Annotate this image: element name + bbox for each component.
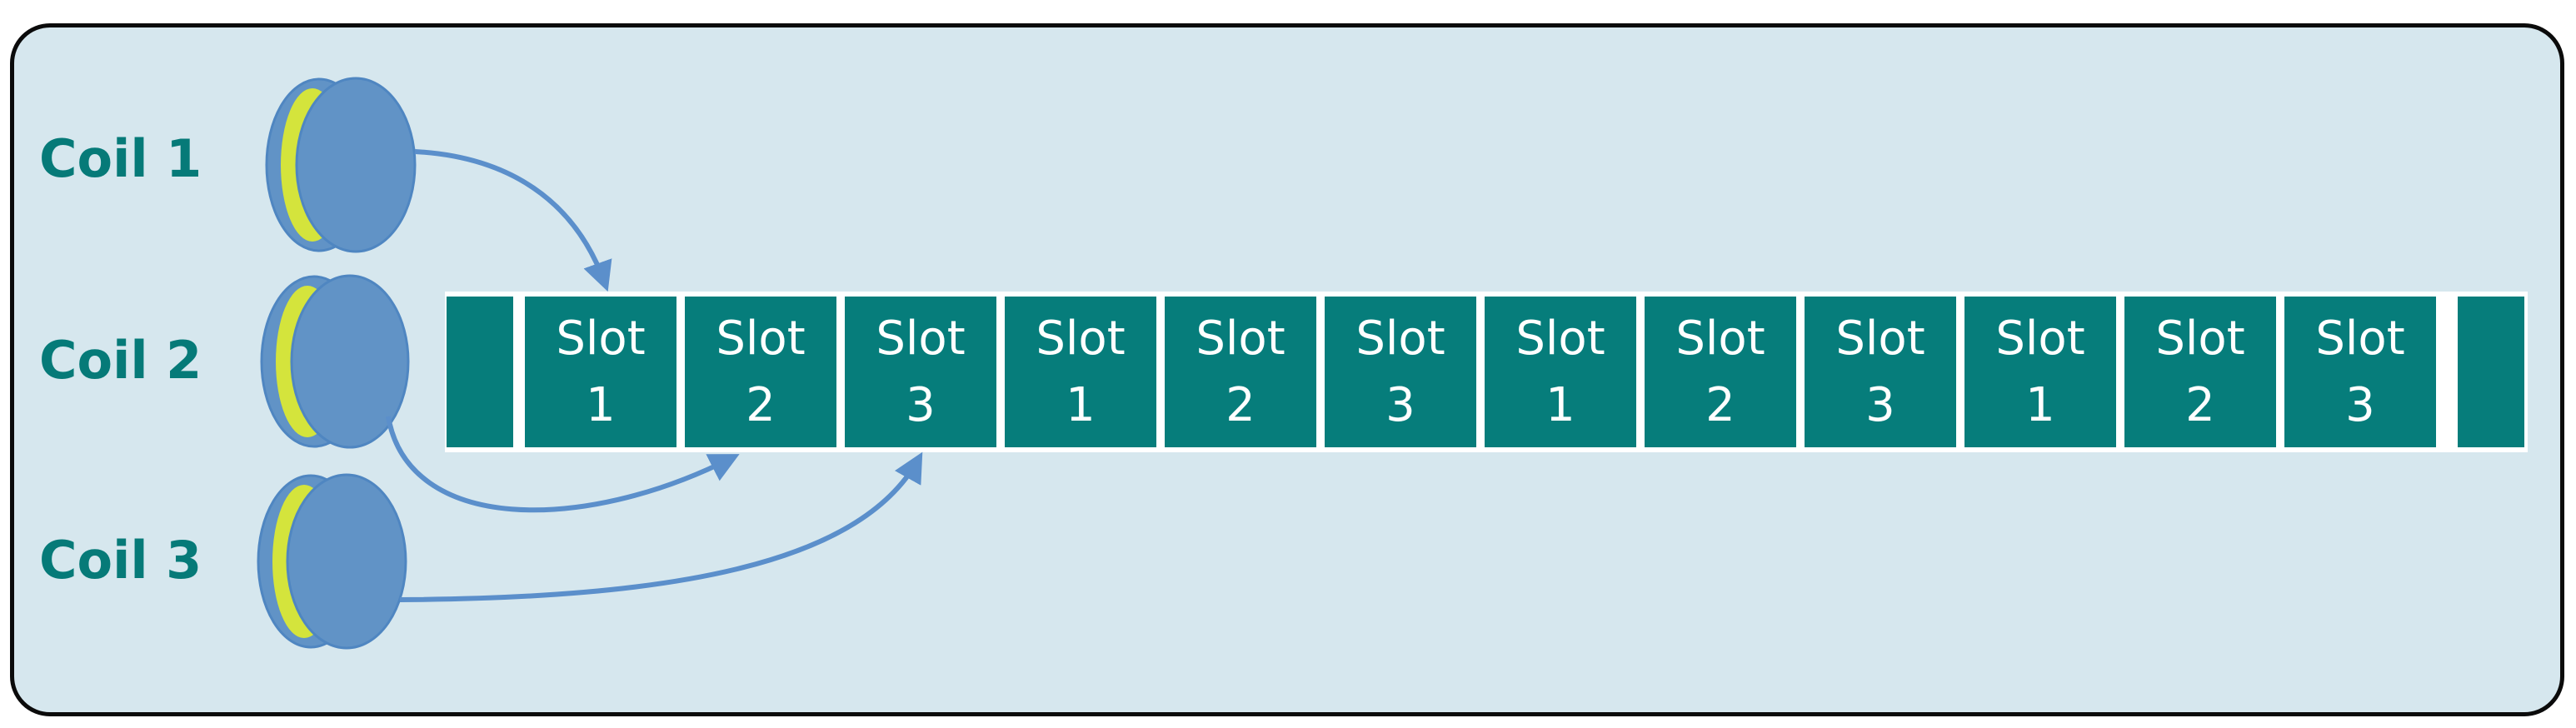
slot-number: 3 — [2345, 378, 2375, 432]
slot-cell: Slot 3 — [1805, 297, 1956, 447]
slot-word: Slot — [1675, 312, 1765, 366]
slot-word: Slot — [1355, 312, 1445, 366]
slot-number: 3 — [1865, 378, 1895, 432]
slot-cell: Slot 2 — [1165, 297, 1316, 447]
slot-cell: Slot 1 — [1485, 297, 1636, 447]
slot-end-right — [2458, 297, 2524, 447]
slot-cell: Slot 2 — [685, 297, 836, 447]
slot-number: 1 — [586, 378, 616, 432]
arrow-connector — [414, 149, 612, 292]
slot-number: 1 — [1066, 378, 1096, 432]
slot-number: 2 — [1705, 378, 1735, 432]
slot-number: 3 — [1385, 378, 1415, 432]
slot-word: Slot — [716, 312, 806, 366]
slot-cell: Slot 3 — [845, 297, 996, 447]
slot-number: 1 — [1545, 378, 1575, 432]
coil-1-label: Coil 1 — [39, 128, 202, 189]
slot-cell: Slot 1 — [1005, 297, 1156, 447]
coil-3-label: Coil 3 — [39, 530, 202, 591]
slot-cell: Slot 2 — [2124, 297, 2276, 447]
slot-word: Slot — [2315, 312, 2405, 366]
slot-cell: Slot 2 — [1645, 297, 1796, 447]
slot-number: 1 — [2025, 378, 2055, 432]
coil-icon — [260, 274, 410, 449]
slot-word: Slot — [1835, 312, 1925, 366]
slot-word: Slot — [1995, 312, 2085, 366]
coil-2-label: Coil 2 — [39, 330, 202, 391]
slot-word: Slot — [1036, 312, 1126, 366]
slot-cell: Slot 3 — [2284, 297, 2436, 447]
slot-cell: Slot 1 — [1964, 297, 2116, 447]
slot-number: 2 — [2185, 378, 2215, 432]
slot-word: Slot — [556, 312, 646, 366]
slot-cell: Slot 3 — [1325, 297, 1476, 447]
slot-word: Slot — [876, 312, 966, 366]
slot-end-left — [447, 297, 513, 447]
slot-number: 3 — [906, 378, 936, 432]
coil-icon — [265, 77, 417, 253]
arrow-connector — [386, 416, 740, 513]
arrow-connector — [399, 451, 923, 602]
slot-cell: Slot 1 — [525, 297, 676, 447]
slot-number: 2 — [1226, 378, 1256, 432]
coil-icon — [257, 473, 407, 650]
slot-word: Slot — [1515, 312, 1605, 366]
slot-strip: Slot 1 Slot 2 Slot 3 Slot 1 Slot 2 Slot … — [445, 292, 2528, 452]
slot-word: Slot — [1196, 312, 1286, 366]
slot-number: 2 — [746, 378, 776, 432]
slot-word: Slot — [2155, 312, 2245, 366]
